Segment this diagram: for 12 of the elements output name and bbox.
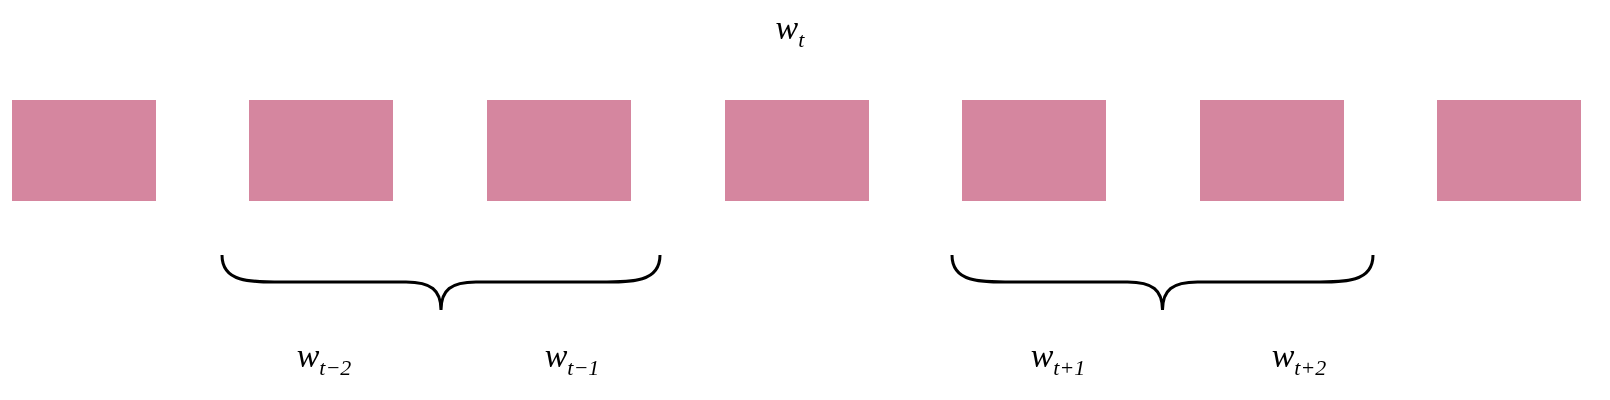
- word-box: [962, 100, 1106, 201]
- word-box: [1437, 100, 1581, 201]
- word-label: w$_{t−2}$: [296, 336, 352, 382]
- word-label: w$_{t}$: [775, 8, 805, 54]
- word-label: w$_{t+2}$: [1271, 336, 1327, 382]
- word-box: [725, 100, 869, 201]
- word-box: [487, 100, 631, 201]
- word-box: [1200, 100, 1344, 201]
- word-box: [12, 100, 156, 201]
- word-label: w$_{t−1}$: [544, 336, 600, 382]
- word-label: w$_{t+1}$: [1030, 336, 1086, 382]
- word-box: [249, 100, 393, 201]
